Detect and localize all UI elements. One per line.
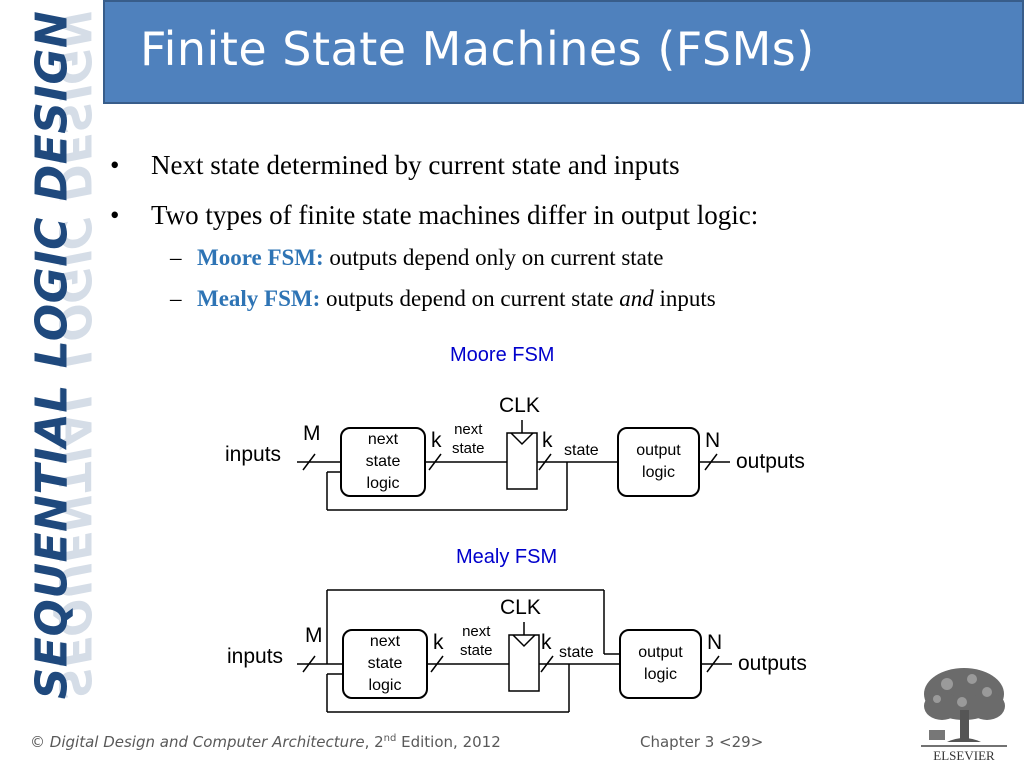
mealy-next-state-logic-label: next state logic xyxy=(367,633,403,694)
moore-n-label: N xyxy=(705,429,721,452)
bullet-marker: • xyxy=(110,150,120,180)
bullet-marker: • xyxy=(110,200,120,230)
mealy-outputs-label: outputs xyxy=(738,652,807,675)
moore-title: Moore FSM xyxy=(450,344,555,366)
moore-desc: outputs depend only on current state xyxy=(329,245,664,270)
mealy-state-label: state xyxy=(559,644,594,661)
mealy-desc-end: inputs xyxy=(659,286,716,311)
moore-next-state-label: next state xyxy=(452,421,485,457)
mealy-clk-label: CLK xyxy=(500,596,541,619)
mealy-k1-label: k xyxy=(433,631,444,654)
bullet-text: Two types of finite state machines diffe… xyxy=(151,200,759,230)
bullet-text: Next state determined by current state a… xyxy=(151,150,680,180)
sub-bullet-marker: – xyxy=(170,286,182,311)
moore-state-label: state xyxy=(564,442,599,459)
elsevier-logo: ELSEVIER xyxy=(917,664,1011,764)
moore-next-state-logic-label: next state logic xyxy=(365,431,401,492)
moore-k2-label: k xyxy=(542,429,553,452)
sub-bullet-marker: – xyxy=(170,245,182,270)
title-bar: Finite State Machines (FSMs) xyxy=(103,0,1024,104)
book-title: Digital Design and Computer Architecture xyxy=(49,733,365,751)
mealy-output-logic-label: output logic xyxy=(638,644,683,683)
moore-outputs-label: outputs xyxy=(736,450,805,473)
mealy-n-label: N xyxy=(707,631,723,654)
mealy-next-state-label: next state xyxy=(460,623,493,659)
edition-suffix: nd xyxy=(383,733,397,744)
footer-citation: © Digital Design and Computer Architectu… xyxy=(30,733,501,751)
slide-title: Finite State Machines (FSMs) xyxy=(140,22,815,76)
mealy-inputs-label: inputs xyxy=(227,645,284,668)
mealy-term: Mealy FSM: xyxy=(197,286,321,311)
mealy-title: Mealy FSM xyxy=(456,546,558,568)
mealy-m-label: M xyxy=(305,624,323,647)
moore-output-logic-label: output logic xyxy=(636,442,681,481)
moore-clk-label: CLK xyxy=(499,394,540,417)
mealy-wires xyxy=(297,589,732,713)
chapter-page-number: Chapter 3 <29> xyxy=(640,733,764,751)
mealy-em: and xyxy=(619,286,654,311)
mealy-next-state-logic-box: next state logic xyxy=(342,629,428,699)
edition-number: , 2 xyxy=(364,733,384,751)
moore-next-state-logic-box: next state logic xyxy=(340,427,426,497)
moore-output-logic-box: output logic xyxy=(617,427,700,497)
sub-bullet-text: Moore FSM: outputs depend only on curren… xyxy=(197,245,663,271)
moore-m-label: M xyxy=(303,422,321,445)
sub-bullet-text: Mealy FSM: outputs depend on current sta… xyxy=(197,286,716,312)
moore-inputs-label: inputs xyxy=(225,443,282,466)
elsevier-wordmark: ELSEVIER xyxy=(933,748,995,763)
moore-wires xyxy=(297,420,730,511)
copyright-symbol: © xyxy=(30,733,45,751)
moore-term: Moore FSM: xyxy=(197,245,324,270)
mealy-k2-label: k xyxy=(541,631,552,654)
moore-k1-label: k xyxy=(431,429,442,452)
edition-text: Edition, 2012 xyxy=(396,733,501,751)
elsevier-tree-icon: ELSEVIER xyxy=(921,668,1007,763)
mealy-output-logic-box: output logic xyxy=(619,629,702,699)
mealy-desc: outputs depend on current state xyxy=(326,286,614,311)
